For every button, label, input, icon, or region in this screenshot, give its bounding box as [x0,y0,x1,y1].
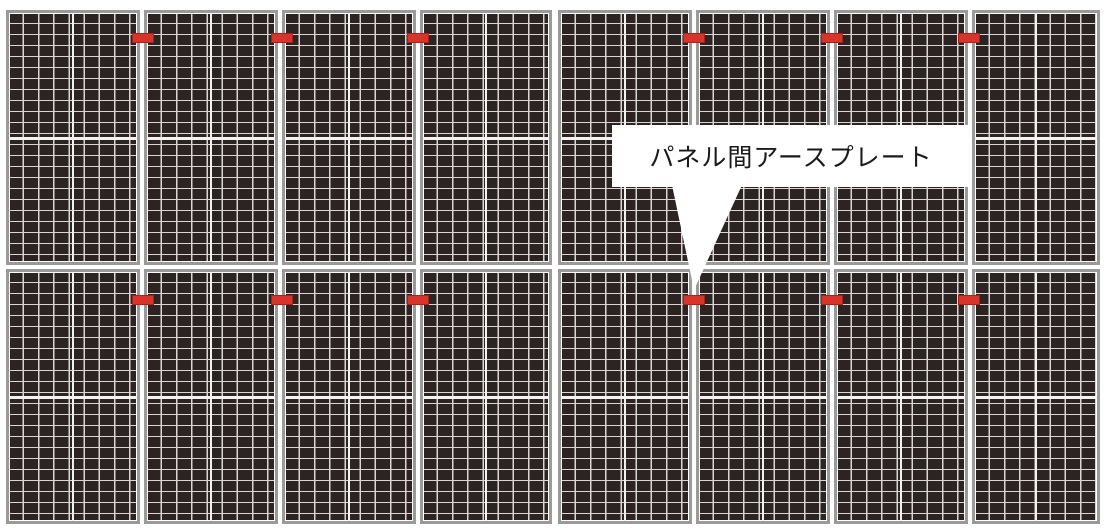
solar-panel-tr-4 [972,10,1100,265]
solar-panel-br-1 [558,269,692,524]
earth-plate-clip [271,33,293,43]
solar-panel-tl-4 [420,10,552,265]
solar-panel-bl-2 [144,269,278,524]
earth-plate-clip [958,295,980,305]
solar-panel-tl-2 [144,10,278,265]
earth-plate-clip-highlighted [683,295,705,305]
solar-panel-br-4 [972,269,1100,524]
solar-panel-bl-1 [6,269,140,524]
earth-plate-clip [132,295,154,305]
earth-plate-clip [683,33,705,43]
earth-plate-clip [407,33,429,43]
solar-panel-tl-1 [6,10,140,265]
earth-plate-clip [958,33,980,43]
earth-plate-clip [407,295,429,305]
solar-panel-bl-4 [420,269,552,524]
solar-panel-tl-3 [282,10,416,265]
earth-plate-clip [821,33,843,43]
solar-panel-br-2 [696,269,830,524]
earth-plate-clip [271,295,293,305]
callout-box [612,125,970,187]
earth-plate-clip [821,295,843,305]
solar-panel-bl-3 [282,269,416,524]
solar-panel-br-3 [834,269,968,524]
earth-plate-clip [132,33,154,43]
callout-label: パネル間アースプレート [649,143,933,172]
